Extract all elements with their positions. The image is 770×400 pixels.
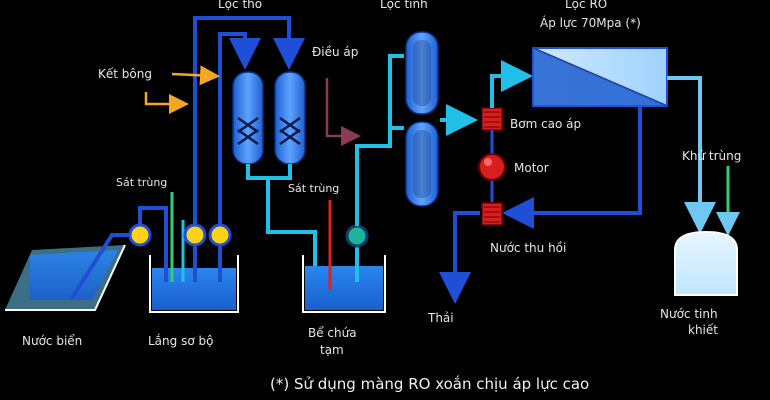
fine-feed-top: [388, 54, 404, 128]
label-bom-cao-ap: Bơm cao áp: [510, 117, 581, 131]
coagulant-arrow-1: [171, 65, 220, 86]
rough-feed-pipe-a: [218, 32, 261, 225]
motor: [478, 153, 506, 181]
label-khu-trung: Khử trùng: [682, 149, 741, 163]
label-loc-tho: Lọc thô: [218, 0, 262, 11]
permeate-pipe: [667, 76, 716, 234]
intake-pipe: [70, 233, 135, 300]
label-dieu-ap: Điều áp: [312, 45, 358, 59]
fine-filter-bottom: [405, 121, 439, 207]
pump-rough-2: [208, 223, 232, 247]
rough-filter-2: [274, 71, 306, 165]
fine-filter-top: [405, 31, 439, 115]
hp-to-ro-pipe: [490, 60, 533, 108]
brine-return-pipe: [502, 106, 642, 229]
label-nuoc-tinh-khiet-2: khiết: [688, 323, 718, 337]
label-loc-ro: Lọc RO: [565, 0, 607, 11]
label-sat-trung-1: Sát trùng: [116, 176, 167, 189]
pump-rough-1: [183, 223, 207, 247]
seawater-intake: [5, 244, 126, 311]
rough-outlet-manifold: [246, 164, 292, 180]
ro-membrane: [532, 47, 668, 107]
reject-drain-pipe: [439, 211, 480, 304]
product-water-tank: [674, 230, 738, 296]
label-nuoc-tinh-khiet-1: Nước tinh: [660, 307, 718, 321]
pump-fine-filter: [345, 224, 369, 248]
label-sat-trung-2: Sát trùng: [288, 182, 339, 195]
footnote-caption: (*) Sử dụng màng RO xoắn chịu áp lực cao: [270, 375, 589, 393]
label-nuoc-bien: Nước biển: [22, 334, 82, 348]
label-motor: Motor: [514, 161, 549, 175]
label-ap-luc: Áp lực 70Mpa (*): [540, 15, 641, 30]
pump1-discharge-pipe: [138, 206, 168, 282]
label-lang-so-bo: Lắng sơ bộ: [148, 334, 213, 348]
coagulant-arrow-2: [144, 92, 189, 114]
label-nuoc-thu-hoi: Nước thu hồi: [490, 241, 566, 255]
storage-tank: [302, 255, 386, 313]
label-thai: Thải: [427, 311, 454, 325]
pressure-reg-arrow: [325, 78, 361, 146]
label-ket-bong: Kết bông: [98, 67, 152, 81]
high-pressure-pump: [481, 107, 503, 131]
label-loc-tinh: Lọc tinh: [380, 0, 428, 11]
rough-feed-pipe-b: [193, 16, 305, 225]
label-be-chua-2: tạm: [320, 343, 344, 357]
rough-to-storage-pipe: [266, 178, 317, 282]
fine-feed-pipe: [355, 126, 404, 226]
energy-recovery-unit: [481, 202, 503, 226]
pump-seawater: [128, 223, 152, 247]
rough-filter-1: [232, 71, 264, 165]
label-be-chua-1: Bể chứa: [308, 326, 357, 340]
